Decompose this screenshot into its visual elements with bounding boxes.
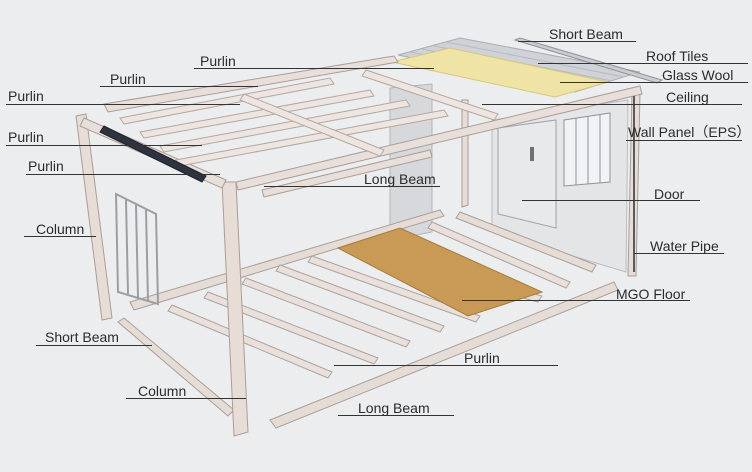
leader-purlin-4 [6, 145, 202, 146]
floor-front-long-beam [269, 281, 619, 429]
label-long-beam-bottom: Long Beam [358, 400, 430, 416]
label-water-pipe: Water Pipe [650, 238, 719, 254]
label-door: Door [654, 186, 685, 202]
label-glass-wool: Glass Wool [662, 67, 734, 83]
leader-long-beam-bottom [338, 415, 454, 416]
label-short-beam-top: Short Beam [549, 26, 623, 42]
label-purlin-bottom: Purlin [464, 350, 500, 366]
column-front-left [221, 181, 249, 437]
leader-short-beam-left [36, 345, 152, 346]
top-short-beam-part [513, 37, 664, 84]
leader-column-left [24, 236, 96, 237]
label-ceiling: Ceiling [666, 89, 709, 105]
label-roof-tiles: Roof Tiles [646, 48, 709, 64]
label-purlin-2: Purlin [110, 71, 146, 87]
leader-glass-wool [560, 82, 748, 83]
label-long-beam-top: Long Beam [364, 171, 436, 187]
label-purlin-5: Purlin [28, 158, 64, 174]
leader-column-bottom [126, 398, 246, 399]
leader-ceiling [482, 104, 742, 105]
leader-long-beam-top [264, 186, 440, 187]
label-purlin-3: Purlin [8, 88, 44, 104]
left-black-purlin [99, 125, 207, 183]
leader-purlin-5 [26, 174, 220, 175]
label-short-beam-left: Short Beam [45, 329, 119, 345]
top-front-long-beam [235, 85, 643, 191]
side-long-beam [261, 149, 433, 198]
window-right [563, 112, 611, 187]
leader-roof-tiles [538, 63, 748, 64]
leader-purlin-2 [100, 86, 258, 87]
leader-door [522, 200, 700, 201]
leader-wall-panel [626, 140, 742, 141]
leader-short-beam-top [518, 41, 636, 42]
door-illustration [497, 119, 557, 229]
floor-back-long-beam [129, 209, 445, 311]
label-mgo-floor: MGO Floor [616, 286, 686, 302]
leader-water-pipe [634, 253, 724, 254]
label-purlin-top: Purlin [200, 53, 236, 69]
top-left-long-beam [103, 55, 399, 113]
label-wall-panel: Wall Panel（EPS） [628, 124, 751, 140]
leader-mgo-floor [462, 300, 690, 301]
roof-purlins [119, 69, 499, 167]
leader-purlin-3 [6, 104, 240, 105]
leader-purlin-bottom [334, 365, 558, 366]
column-back-left [75, 113, 113, 321]
label-column-bottom: Column [138, 383, 187, 399]
label-column-left: Column [36, 221, 85, 237]
label-purlin-4: Purlin [8, 129, 44, 145]
window-left [114, 192, 160, 306]
floor-left-short-beam [117, 317, 235, 417]
mgo-floor-board [336, 227, 544, 317]
floor-right-short-beam [455, 211, 597, 273]
column-back-right [461, 99, 469, 208]
leader-purlin-top [194, 68, 434, 69]
